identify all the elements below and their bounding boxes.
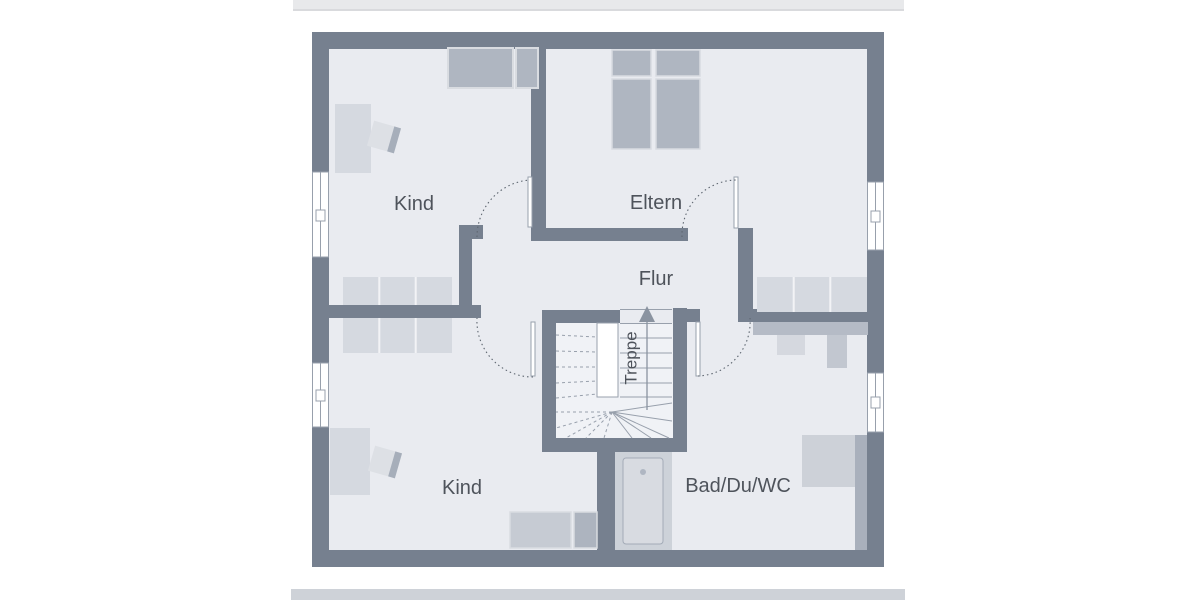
wall-bad-stub: [738, 228, 753, 322]
staircase: Treppe: [555, 306, 673, 439]
door-eltern: [681, 176, 739, 238]
window-right-top: [867, 181, 884, 251]
chair: [366, 120, 402, 154]
room-labels: Kind Eltern Flur Kind Bad/Du/WC: [394, 192, 791, 499]
dresser-small: [515, 47, 539, 89]
interior-walls: [329, 49, 868, 552]
wall-kind-mid: [329, 305, 481, 318]
shower-tray: [802, 435, 855, 487]
bed-double: [611, 49, 701, 150]
doors: [476, 176, 751, 378]
room-label-eltern: Eltern: [630, 192, 682, 214]
window-left-top: [312, 171, 329, 258]
stair-wall-north: [542, 310, 620, 323]
room-label-kind-bottom: Kind: [442, 477, 482, 499]
stair-treads: [555, 309, 673, 439]
desk: [330, 428, 370, 495]
desk: [335, 104, 371, 173]
stair-label: Treppe: [621, 331, 640, 384]
bed-single: [509, 511, 598, 549]
wc: [827, 335, 847, 368]
room-label-kind-top: Kind: [394, 193, 434, 215]
windows: [312, 171, 884, 433]
wall-kind-bad: [597, 450, 615, 552]
stair-wall-east: [673, 308, 687, 452]
wall-kind-east: [459, 225, 472, 318]
furniture: [330, 47, 868, 550]
wall-kind-eltern: [531, 49, 546, 240]
bathtub: [615, 452, 672, 550]
top-band: [293, 0, 904, 11]
wardrobe-eltern: [757, 277, 867, 312]
room-label-bad: Bad/Du/WC: [685, 475, 791, 497]
vanity-counter: [753, 322, 868, 335]
shower-strip: [855, 435, 867, 550]
door-bad: [695, 317, 751, 377]
stair-direction-arrow: [639, 306, 655, 410]
bottom-band: [291, 589, 905, 600]
washbasin: [777, 335, 805, 355]
wall-eltern-south: [531, 228, 688, 241]
stair-wall-south: [542, 438, 687, 452]
window-left-bottom: [312, 362, 329, 428]
stair-void: [596, 322, 619, 398]
dresser: [447, 47, 514, 89]
door-kind-top: [476, 176, 533, 238]
wardrobe-bottom: [343, 318, 452, 353]
room-label-flur: Flur: [639, 268, 674, 290]
window-right-bottom: [867, 372, 884, 433]
door-kind-bottom: [476, 317, 536, 378]
chair: [367, 445, 403, 479]
wall-bad-north: [738, 309, 868, 322]
wardrobe-top: [343, 277, 452, 305]
stair-wall-west: [542, 310, 556, 452]
